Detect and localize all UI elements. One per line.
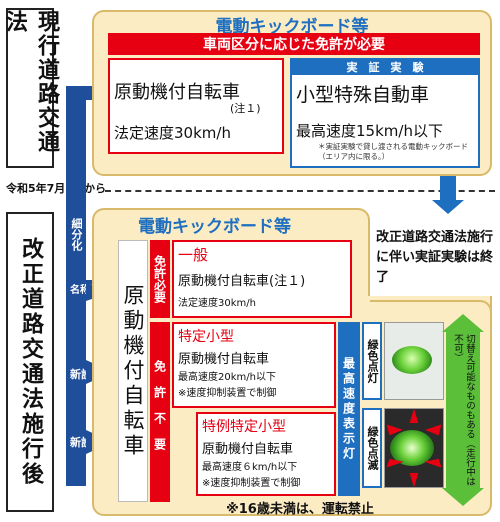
specific-small-name: 原動機付自転車: [178, 352, 270, 367]
revised-title: 電動キックボード等: [138, 217, 291, 237]
general-name: 原動機付自転車(注１): [178, 274, 306, 289]
specific-small-box: [172, 322, 336, 408]
current-small-special-box: [290, 58, 480, 168]
license-not-required-vertical: 免許不要: [150, 322, 170, 502]
down-arrow-shaft: [440, 176, 456, 202]
general-title: 一般: [178, 246, 209, 264]
blink-rays-icon: [386, 408, 442, 488]
current-title: 電動キックボード等: [215, 17, 369, 37]
end-note: 改正道路交通法施行に伴い実証実験は終了: [376, 230, 494, 285]
specific-small-note: ※速度抑制装置で制御: [178, 388, 277, 399]
switch-note: 切替え可能なものもある（走行中は不可）: [452, 334, 475, 486]
special-specific-small-box: [196, 412, 336, 496]
special-specific-small-name: 原動機付自転車: [202, 442, 294, 457]
green-lamp-on-icon: [392, 346, 432, 374]
experiment-note: ＊実証実験で貸し渡される電動キックボード（エリア内に限る。）: [318, 142, 468, 161]
general-box: [172, 240, 352, 318]
current-small-special-speed: 最高速度15km/h以下: [296, 122, 443, 140]
green-blink-label: 緑色点滅: [362, 408, 382, 488]
current-moped-note: (注１): [230, 102, 261, 115]
switch-arrow-head-bottom: [442, 488, 484, 506]
effective-date: 令和5年7月1日から: [6, 182, 106, 195]
current-moped-speed: 法定速度30km/h: [114, 124, 231, 142]
revised-moped-box: 原動機付自転車: [118, 240, 148, 502]
green-lamp-blink-icon: [390, 430, 434, 466]
license-required-vertical: 免許必要: [150, 240, 170, 318]
switch-arrow-head-top: [442, 314, 484, 332]
revised-law-text: 改正道路交通法施行後: [18, 237, 43, 487]
connector-top-link: [66, 86, 96, 100]
subdivide-label: 細分化: [70, 217, 83, 251]
specific-small-speed: 最高速度20km/h以下: [178, 372, 276, 383]
under16-note: ※16歳未満は、運転禁止: [226, 502, 374, 517]
current-moped-label: 原動機付自転車: [114, 82, 240, 103]
divider-dashed: [105, 190, 495, 192]
max-speed-lamp-column: 最高速度表示灯: [338, 322, 360, 496]
down-arrow-head: [432, 200, 464, 214]
revised-law-label: 改正道路交通法施行後: [6, 212, 54, 512]
experiment-badge: 実 証 実 験: [290, 58, 480, 75]
current-law-text: 現行道路交通法: [2, 10, 59, 154]
current-moped-box: [108, 58, 284, 154]
green-on-label: 緑色点灯: [362, 322, 382, 400]
current-small-special-label: 小型特殊自動車: [296, 84, 430, 106]
general-speed: 法定速度30km/h: [178, 298, 256, 309]
special-specific-small-note: ※速度抑制装置で制御: [202, 478, 301, 489]
specific-small-title: 特定小型: [178, 329, 234, 345]
special-specific-small-speed: 最高速度６km/h以下: [202, 462, 298, 473]
current-law-label: 現行道路交通法: [2, 8, 59, 168]
special-specific-small-title: 特例特定小型: [202, 419, 286, 435]
license-required-banner: 車両区分に応じた免許が必要: [108, 33, 480, 55]
switch-arrow: [446, 330, 480, 490]
